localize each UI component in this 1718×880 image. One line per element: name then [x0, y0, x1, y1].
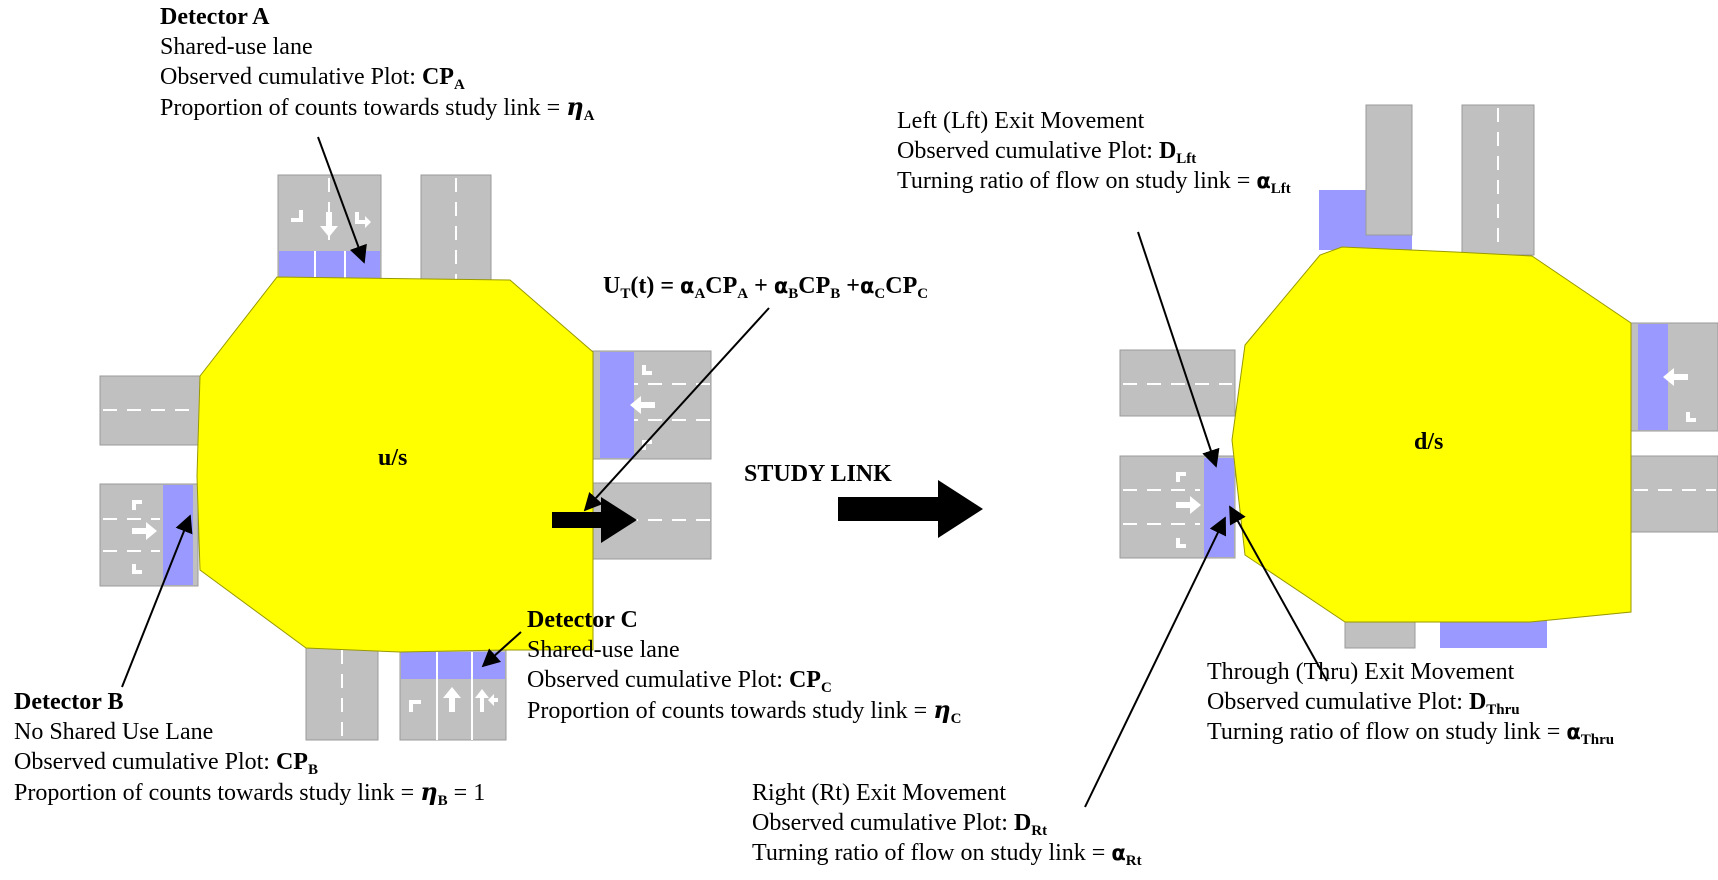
through-exit-label: Through (Thru) Exit Movement Observed cu…: [1207, 657, 1615, 748]
pointer-equation: [583, 307, 770, 512]
right-exit-title: Right (Rt) Exit Movement: [752, 780, 1006, 806]
upstream-label: u/s: [378, 445, 408, 471]
detector-c-title: Detector C: [527, 607, 638, 633]
detector-c-proportion: Proportion of counts towards study link …: [527, 695, 962, 727]
equation: UT(t) = αACPA + αBCPB +αCCPC: [603, 273, 929, 302]
right-exit-label: Right (Rt) Exit Movement Observed cumula…: [752, 778, 1142, 869]
detector-a-zone: [279, 251, 380, 278]
link-arrow-icon: [552, 480, 983, 543]
detector-b-title: Detector B: [14, 689, 124, 715]
downstream-intersection: [1119, 104, 1718, 649]
lane-arrow-icon: [1663, 368, 1696, 422]
detector-a-proportion: Proportion of counts towards study link …: [160, 92, 595, 124]
detector-a-plot: Observed cumulative Plot: CPA: [160, 64, 465, 93]
left-exit-ratio: Turning ratio of flow on study link = αL…: [897, 168, 1291, 197]
detector-a-label: Detector A Shared-use lane Observed cumu…: [160, 2, 595, 124]
left-exit-title: Left (Lft) Exit Movement: [897, 108, 1145, 134]
pointer-right-exit: [1084, 516, 1227, 808]
detector-east-zone: [600, 352, 634, 458]
lane-arrow-icon: [630, 365, 655, 450]
right-exit-ratio: Turning ratio of flow on study link = αR…: [752, 840, 1142, 869]
detector-c-zone: [401, 652, 505, 679]
pointer-detector-a: [317, 136, 367, 264]
detector-b-lane: No Shared Use Lane: [14, 719, 214, 745]
road-north-mid: [1365, 104, 1413, 236]
lane-arrow-icon: [1176, 472, 1201, 548]
detector-a-title: Detector A: [160, 4, 270, 30]
lane-arrow-icon: [409, 687, 498, 712]
detector-b-label: Detector B No Shared Use Lane Observed c…: [14, 687, 486, 809]
through-exit-ratio: Turning ratio of flow on study link = αT…: [1207, 719, 1615, 748]
pointer-left-exit: [1137, 231, 1220, 468]
lane-arrow-icon: [291, 210, 371, 237]
detector-b-plot: Observed cumulative Plot: CPB: [14, 749, 318, 778]
detector-a-lane: Shared-use lane: [160, 34, 313, 60]
through-exit-plot: Observed cumulative Plot: DThru: [1207, 689, 1520, 718]
left-exit-label: Left (Lft) Exit Movement Observed cumula…: [897, 106, 1291, 197]
pointer-detector-c: [481, 631, 522, 668]
road-east-bottom-ds: [1630, 455, 1718, 533]
detector-b-proportion: Proportion of counts towards study link …: [14, 777, 486, 809]
pointer-arrow-icon: [121, 136, 1328, 808]
study-link-label: STUDY LINK: [744, 461, 892, 487]
detector-c-plot: Observed cumulative Plot: CPC: [527, 667, 832, 696]
through-exit-title: Through (Thru) Exit Movement: [1207, 659, 1515, 685]
detector-c-label: Detector C Shared-use lane Observed cumu…: [527, 605, 962, 727]
detector-b-zone: [163, 485, 193, 585]
lane-arrow-icon: [132, 500, 157, 574]
pointer-through-exit: [1229, 505, 1328, 682]
pointer-detector-b: [121, 514, 193, 688]
left-exit-plot: Observed cumulative Plot: DLft: [897, 138, 1197, 167]
right-exit-plot: Observed cumulative Plot: DRt: [752, 810, 1048, 839]
downstream-label: d/s: [1414, 429, 1444, 455]
detector-ds-west-zone: [1204, 458, 1234, 557]
upstream-junction: [196, 276, 594, 653]
detector-c-lane: Shared-use lane: [527, 637, 680, 663]
downstream-junction: [1231, 246, 1632, 623]
